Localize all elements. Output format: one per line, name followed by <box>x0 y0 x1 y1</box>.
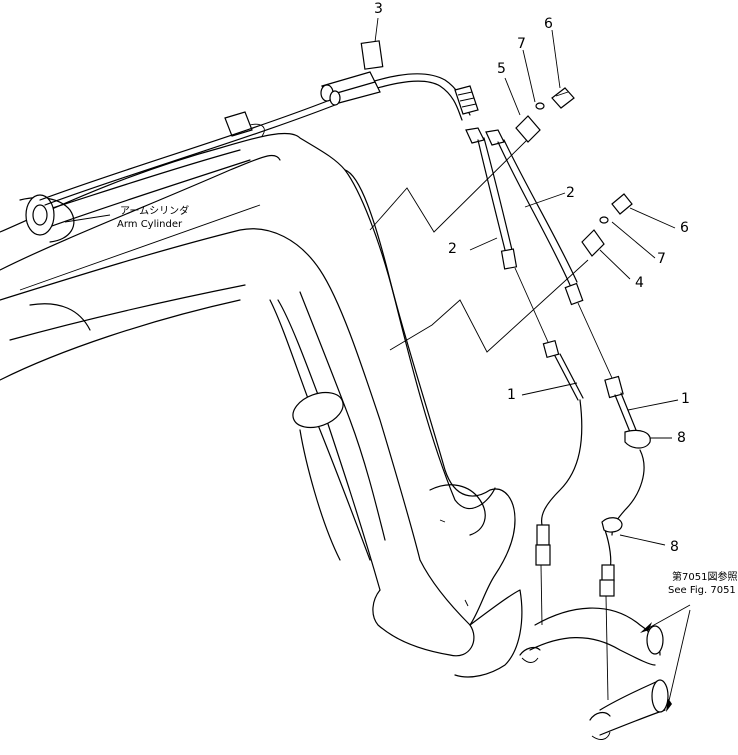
callout-8-upper: 8 <box>677 430 686 446</box>
callout-6-lower: 6 <box>680 220 689 236</box>
callout-7-lower: 7 <box>657 251 666 267</box>
clamp-8-lower <box>601 517 623 533</box>
boom <box>0 111 523 678</box>
hose-fitting-3 <box>320 40 384 106</box>
arm-cylinder-label-en: Arm Cylinder <box>117 219 183 230</box>
hose-1-left <box>514 267 584 626</box>
hose-1-right <box>577 302 645 701</box>
bolt-6-lower <box>611 193 633 215</box>
callout-8-lower: 8 <box>670 539 679 555</box>
callout-5: 5 <box>497 61 506 77</box>
see-fig-label-jp: 第7051図参照 <box>672 570 737 583</box>
callout-6-upper: 6 <box>544 16 553 32</box>
washer-7-lower <box>599 216 609 224</box>
washer-7-upper <box>535 102 545 110</box>
callout-7-upper: 7 <box>517 36 526 52</box>
arm-cylinder-label-jp: アームシリンダ <box>120 204 189 217</box>
lower-pipe-assembly-a <box>519 607 664 666</box>
bolt-6-upper <box>551 87 575 109</box>
block-5 <box>515 115 541 143</box>
upper-hose-pair <box>39 73 471 206</box>
elbow-fittings <box>454 85 479 115</box>
see-fig-label-en: See Fig. 7051 <box>668 585 736 596</box>
lower-pipe-assembly-b <box>589 679 669 740</box>
tube-2 <box>465 127 584 306</box>
clamp-8-upper <box>624 429 651 449</box>
callout-3: 3 <box>374 1 383 17</box>
callout-1-left: 1 <box>507 387 516 403</box>
callout-2-right: 2 <box>566 185 575 201</box>
callout-2-left: 2 <box>448 241 457 257</box>
callout-4: 4 <box>635 275 644 291</box>
block-4 <box>581 229 605 257</box>
leader-lines <box>19 17 691 706</box>
callout-1-right: 1 <box>681 391 690 407</box>
reference-arrows <box>640 622 672 712</box>
